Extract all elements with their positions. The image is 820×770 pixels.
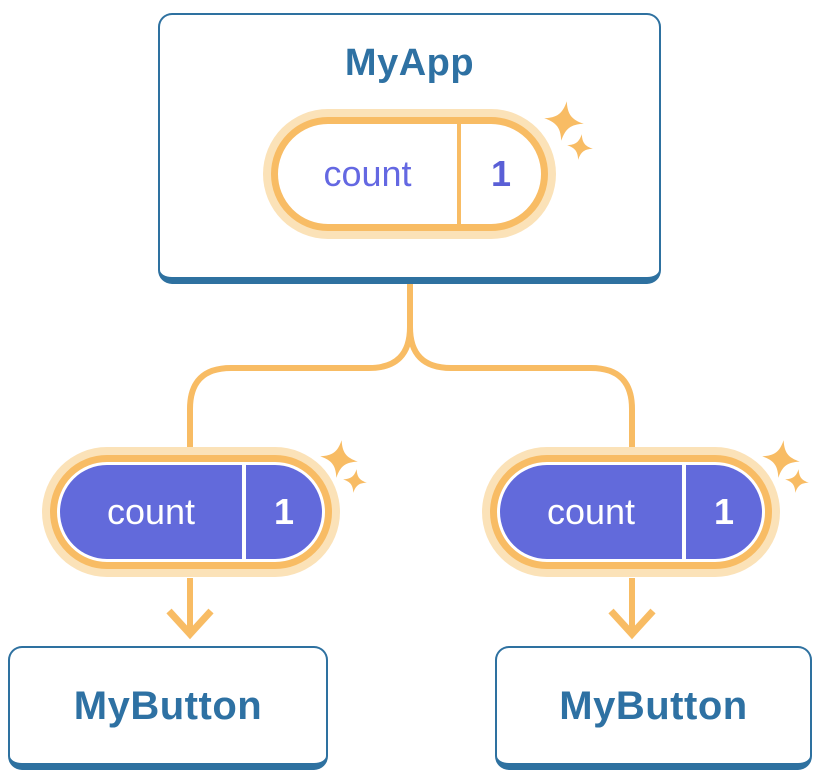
sparkle-icon bbox=[343, 469, 367, 493]
sparkle-icon bbox=[320, 440, 358, 478]
state-divider bbox=[457, 123, 461, 224]
state-divider bbox=[682, 465, 686, 559]
child-component-title: MyButton bbox=[559, 683, 748, 728]
state-pill-core: count 1 bbox=[500, 465, 762, 559]
connector-right-branch bbox=[407, 283, 635, 448]
state-value: 1 bbox=[490, 152, 512, 194]
state-label: count bbox=[106, 491, 196, 532]
child-state-pill-left: count 1 bbox=[50, 455, 332, 569]
child-component-card-left: MyButton bbox=[8, 646, 328, 770]
root-state-pill: count 1 bbox=[271, 116, 548, 231]
state-value: 1 bbox=[713, 491, 735, 532]
connector-left-branch bbox=[187, 283, 413, 448]
sparkle-icon bbox=[544, 101, 584, 141]
child-state-pill-right: count 1 bbox=[490, 455, 772, 569]
state-divider bbox=[242, 465, 246, 559]
sparkle-icon bbox=[567, 134, 593, 160]
root-component-title: MyApp bbox=[344, 42, 475, 84]
arrow-down-icon bbox=[608, 608, 656, 640]
state-value: 1 bbox=[273, 491, 295, 532]
arrow-down-icon bbox=[166, 608, 214, 640]
state-label: count bbox=[323, 152, 412, 194]
sparkle-icon bbox=[785, 469, 809, 493]
child-component-card-right: MyButton bbox=[495, 646, 812, 770]
child-component-title: MyButton bbox=[73, 683, 263, 728]
sparkle-icon bbox=[762, 440, 800, 478]
state-label: count bbox=[546, 491, 636, 532]
state-pill-core: count 1 bbox=[60, 465, 322, 559]
